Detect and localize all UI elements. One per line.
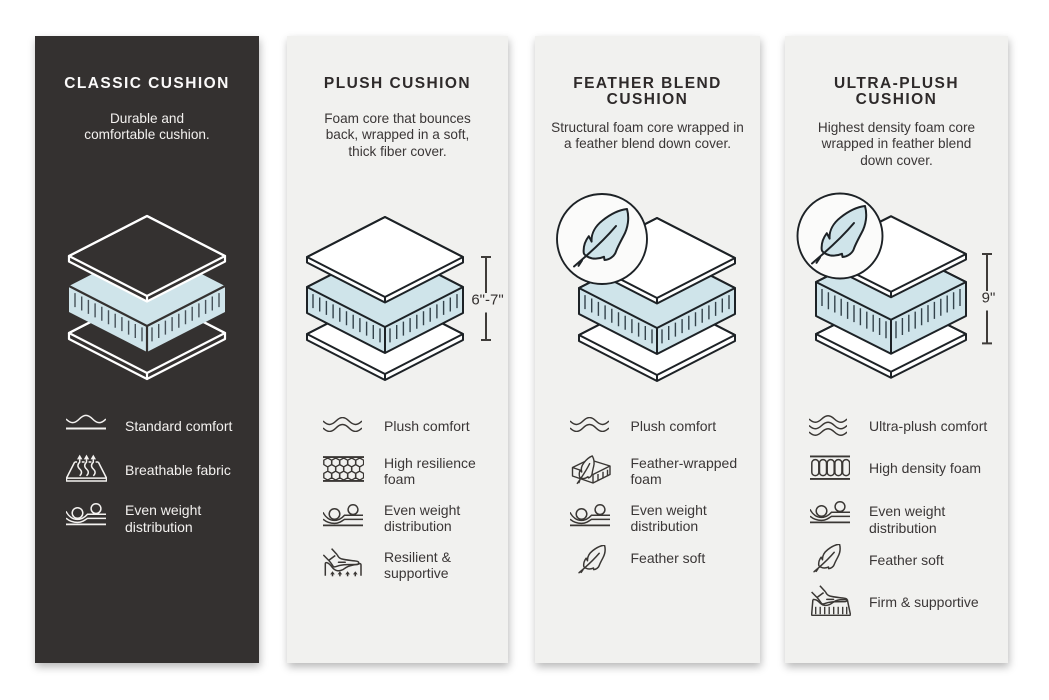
svg-text:6"-7": 6"-7"	[471, 292, 503, 309]
svg-text:9": 9"	[981, 290, 995, 307]
